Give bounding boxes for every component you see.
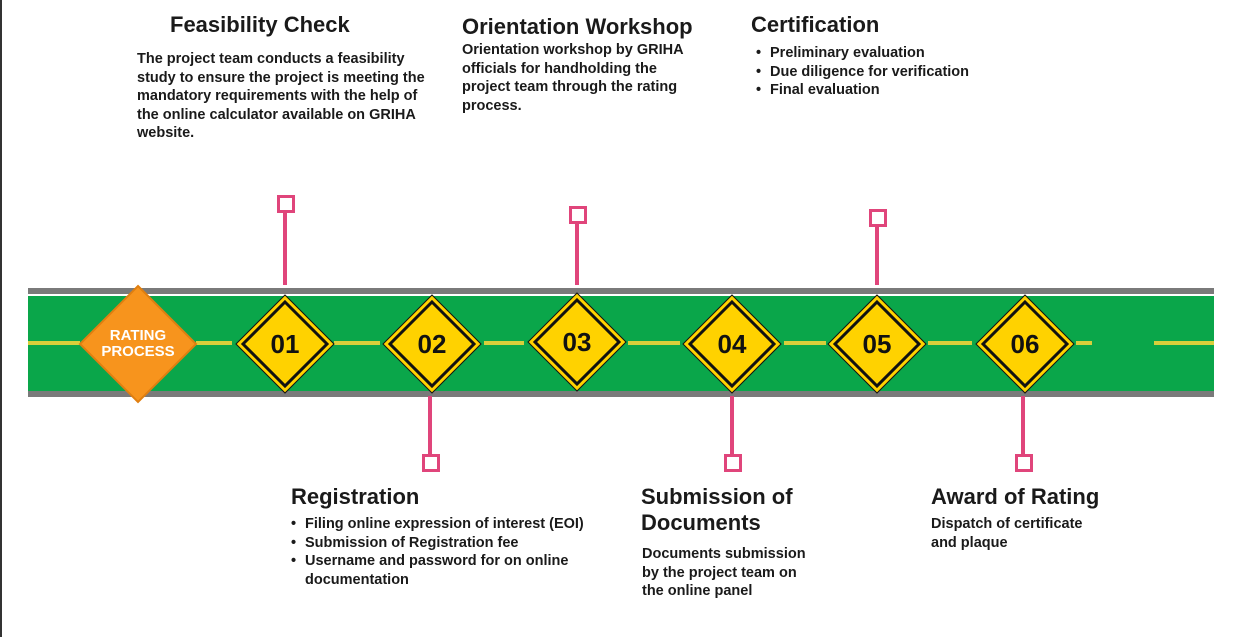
connector-line-01	[283, 213, 287, 285]
connector-square-06	[1015, 454, 1033, 472]
list-item: Filing online expression of interest (EO…	[291, 515, 601, 534]
step-bullets-registration: Filing online expression of interest (EO…	[291, 515, 601, 589]
step-bullets-certification: Preliminary evaluation Due diligence for…	[756, 44, 996, 100]
rating-process-line1: RATING	[109, 327, 167, 344]
road-dash	[196, 341, 232, 345]
list-item: Preliminary evaluation	[756, 44, 996, 63]
step-description-orientation-workshop: Orientation workshop by GRIHA officials …	[462, 42, 684, 114]
connector-square-03	[569, 206, 587, 224]
rating-process-line2: PROCESS	[101, 343, 175, 360]
diamond-shape-yellow	[827, 294, 927, 394]
step-diamond-06: 06	[975, 294, 1075, 394]
road-edge-bottom	[28, 391, 1214, 397]
road-dash	[1154, 341, 1214, 345]
step-number: 06	[1010, 328, 1040, 359]
connector-line-02	[428, 396, 432, 454]
step-title-submission-of-documents: Submission of Documents	[641, 484, 793, 535]
road-dash	[484, 341, 524, 345]
list-item: Final evaluation	[756, 81, 996, 100]
connector-line-05	[875, 227, 879, 285]
step-title-orientation-workshop: Orientation Workshop	[462, 14, 693, 39]
rating-process-diamond: RATING PROCESS	[78, 284, 198, 404]
diamond-shape-orange	[78, 284, 198, 404]
road-dash	[784, 341, 826, 345]
list-item: Username and password for on online docu…	[291, 552, 601, 589]
step-title-registration: Registration	[291, 484, 420, 509]
step-number: 03	[562, 326, 592, 357]
connector-square-05	[869, 209, 887, 227]
step-diamond-04: 04	[682, 294, 782, 394]
step-number: 04	[717, 328, 747, 359]
road-dash	[28, 341, 80, 345]
diamond-shape-yellow	[975, 294, 1075, 394]
step-diamond-02: 02	[382, 294, 482, 394]
frame-left-border	[0, 0, 2, 637]
step-description-feasibility-check: The project team conducts a feasibility …	[137, 51, 425, 141]
diamond-shape-yellow	[682, 294, 782, 394]
diamond-shape-yellow	[382, 294, 482, 394]
diamond-shape-yellow	[527, 292, 627, 392]
step-number: 05	[862, 328, 892, 359]
rating-process-label: RATING PROCESS	[78, 284, 198, 404]
step-diamond-05: 05	[827, 294, 927, 394]
connector-square-02	[422, 454, 440, 472]
step-title-feasibility-check: Feasibility Check	[170, 12, 350, 37]
road-dash	[928, 341, 972, 345]
connector-line-04	[730, 396, 734, 454]
road-dash	[334, 341, 380, 345]
step-number: 02	[417, 328, 447, 359]
step-number: 01	[270, 328, 300, 359]
road-edge-top	[28, 288, 1214, 294]
step-description-award-of-rating: Dispatch of certificate and plaque	[931, 516, 1083, 551]
connector-line-06	[1021, 396, 1025, 454]
step-diamond-01: 01	[235, 294, 335, 394]
step-title-award-of-rating: Award of Rating	[931, 484, 1100, 509]
step-title-certification: Certification	[751, 12, 880, 37]
connector-line-03	[575, 224, 579, 285]
connector-square-04	[724, 454, 742, 472]
road-dash	[628, 341, 680, 345]
connector-square-01	[277, 195, 295, 213]
diamond-shape-yellow	[235, 294, 335, 394]
list-item: Due diligence for verification	[756, 63, 996, 82]
step-description-submission-of-documents: Documents submission by the project team…	[642, 546, 806, 599]
list-item: Submission of Registration fee	[291, 534, 601, 553]
road-dash	[1076, 341, 1092, 345]
step-diamond-03: 03	[527, 292, 627, 392]
